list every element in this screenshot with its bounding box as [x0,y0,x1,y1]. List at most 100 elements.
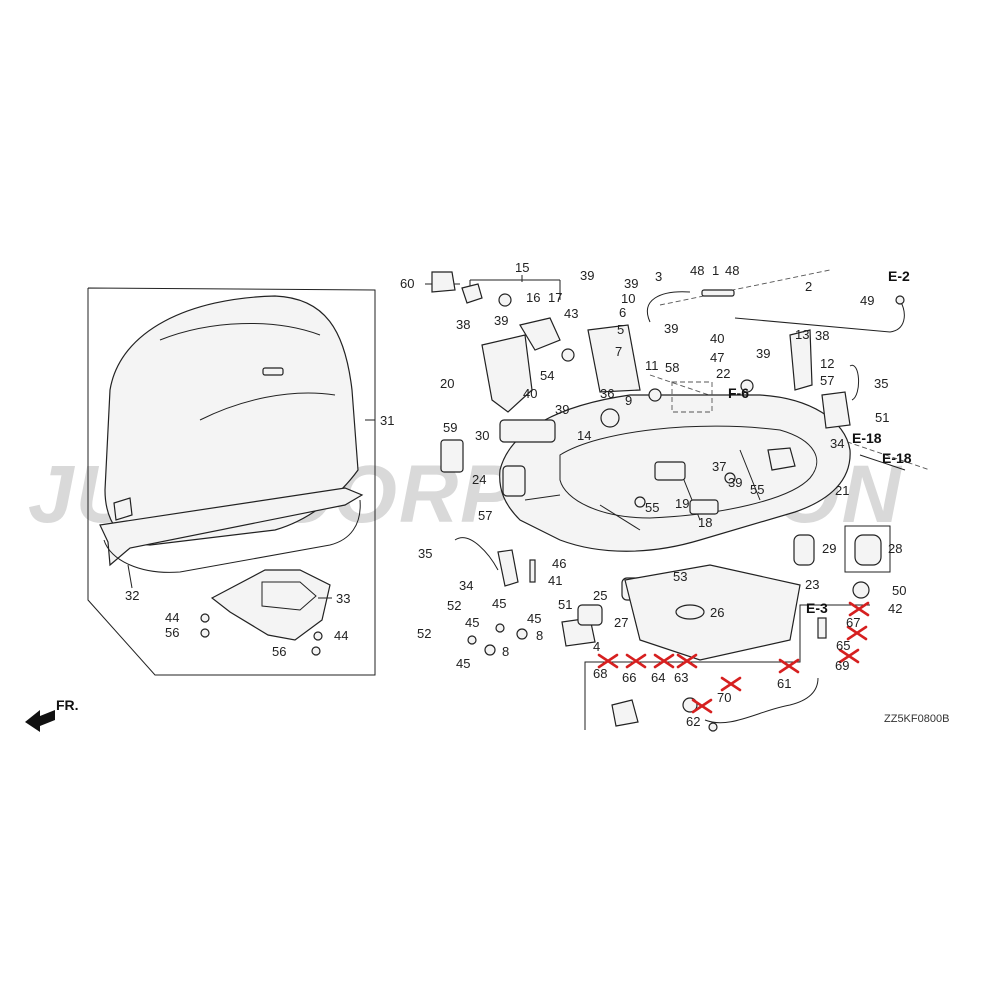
callout-17[interactable]: 17 [548,290,562,305]
cover-30[interactable] [499,419,556,443]
callout-55b[interactable]: 55 [750,482,764,497]
bracket-20[interactable] [481,334,533,413]
callout-3[interactable]: 3 [655,269,662,284]
callout-31[interactable]: 31 [380,413,394,428]
callout-69[interactable]: 69 [835,658,849,673]
callout-34a[interactable]: 34 [459,578,473,593]
clip-21[interactable] [767,447,796,471]
callout-38a[interactable]: 38 [456,317,470,332]
callout-24[interactable]: 24 [472,472,486,487]
callout-35a[interactable]: 35 [418,546,432,561]
callout-33[interactable]: 33 [336,591,350,606]
callout-60[interactable]: 60 [400,276,414,291]
callout-52a[interactable]: 52 [447,598,461,613]
callout-40a[interactable]: 40 [710,331,724,346]
callout-63[interactable]: 63 [674,670,688,685]
callout-6[interactable]: 6 [619,305,626,320]
bracket-18[interactable] [689,499,719,515]
callout-45b[interactable]: 45 [465,615,479,630]
callout-48b[interactable]: 48 [725,263,739,278]
callout-19[interactable]: 19 [675,496,689,511]
callout-20[interactable]: 20 [440,376,454,391]
cover-seal[interactable] [99,487,364,567]
callout-66[interactable]: 66 [622,670,636,685]
ref-f6[interactable]: F-6 [728,385,749,401]
callout-7[interactable]: 7 [615,344,622,359]
callout-28[interactable]: 28 [888,541,902,556]
callout-57b[interactable]: 57 [820,373,834,388]
callout-29[interactable]: 29 [822,541,836,556]
nut-8a[interactable] [516,628,528,640]
ref-e18a[interactable]: E-18 [852,430,882,446]
bracket-12[interactable] [789,329,813,391]
callout-49[interactable]: 49 [860,293,874,308]
ref-e2[interactable]: E-2 [888,268,910,284]
connector-60[interactable] [461,283,483,304]
callout-36[interactable]: 36 [600,386,614,401]
callout-34b[interactable]: 34 [830,436,844,451]
fitting-e3[interactable] [817,617,827,639]
grommet-28[interactable] [854,534,882,566]
callout-44a[interactable]: 44 [165,610,179,625]
callout-43[interactable]: 43 [564,306,578,321]
callout-39d[interactable]: 39 [664,321,678,336]
callout-68[interactable]: 68 [593,666,607,681]
callout-62[interactable]: 62 [686,714,700,729]
callout-42[interactable]: 42 [888,601,902,616]
callout-56b[interactable]: 56 [272,644,286,659]
grommet-26[interactable] [675,604,705,620]
callout-51b[interactable]: 51 [875,410,889,425]
callout-64[interactable]: 64 [651,670,665,685]
callout-67[interactable]: 67 [846,615,860,630]
grommet-36[interactable] [600,408,620,428]
part-59[interactable] [440,439,464,473]
bracket-7[interactable] [587,324,641,393]
hose-2[interactable] [734,299,905,333]
under-cover-part[interactable] [210,569,331,641]
callout-15[interactable]: 15 [515,260,529,275]
washer-45c[interactable] [467,635,477,645]
callout-14[interactable]: 14 [577,428,591,443]
callout-32[interactable]: 32 [125,588,139,603]
callout-70[interactable]: 70 [717,690,731,705]
callout-40b[interactable]: 40 [523,386,537,401]
callout-26[interactable]: 26 [710,605,724,620]
grommet-43[interactable] [561,348,575,362]
callout-44b[interactable]: 44 [334,628,348,643]
callout-47[interactable]: 47 [710,350,724,365]
callout-13[interactable]: 13 [795,327,809,342]
callout-39g[interactable]: 39 [728,475,742,490]
bolt-44b[interactable] [313,631,323,641]
nut-8b[interactable] [484,644,496,656]
plate-34b[interactable] [821,391,851,429]
plug-60[interactable] [431,271,456,293]
callout-2[interactable]: 2 [805,279,812,294]
callout-54[interactable]: 54 [540,368,554,383]
callout-39a[interactable]: 39 [580,268,594,283]
callout-27[interactable]: 27 [614,615,628,630]
callout-59[interactable]: 59 [443,420,457,435]
ring-15[interactable] [498,293,512,307]
callout-16[interactable]: 16 [526,290,540,305]
callout-8a[interactable]: 8 [536,628,543,643]
bolt-56a[interactable] [200,628,210,638]
callout-1[interactable]: 1 [712,263,719,278]
callout-12[interactable]: 12 [820,356,834,371]
callout-38b[interactable]: 38 [815,328,829,343]
callout-22[interactable]: 22 [716,366,730,381]
callout-52b[interactable]: 52 [417,626,431,641]
fitting-49[interactable] [895,295,905,305]
callout-21[interactable]: 21 [835,483,849,498]
grommet-55a[interactable] [634,496,646,508]
callout-10[interactable]: 10 [621,291,635,306]
callout-37[interactable]: 37 [712,459,726,474]
callout-53[interactable]: 53 [673,569,687,584]
bolt-56b[interactable] [311,646,321,656]
callout-45a[interactable]: 45 [492,596,506,611]
callout-23[interactable]: 23 [805,577,819,592]
pin-1[interactable] [701,289,735,297]
grommet-55b[interactable] [724,472,736,484]
callout-39f[interactable]: 39 [555,402,569,417]
callout-39e[interactable]: 39 [756,346,770,361]
ref-e3[interactable]: E-3 [806,600,828,616]
